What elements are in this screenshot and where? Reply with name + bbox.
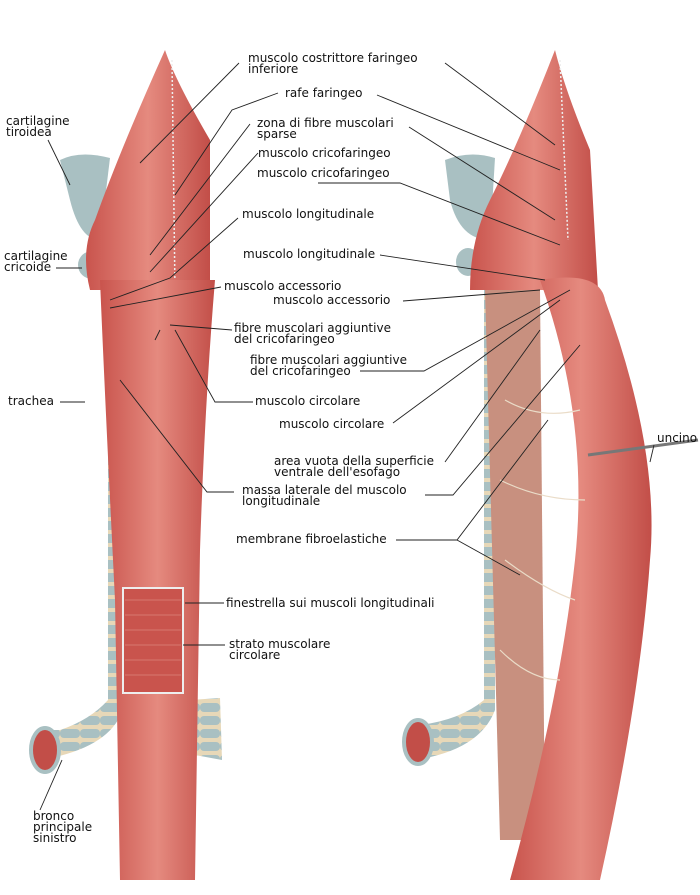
label-longitudinale-right: muscolo longitudinale	[243, 247, 376, 261]
label-circolare-right: muscolo circolare	[279, 417, 385, 431]
left-view	[29, 50, 222, 880]
right-view	[402, 50, 699, 880]
label-membrane: membrane fibroelastiche	[236, 532, 387, 546]
label-finestrella: finestrella sui muscoli longitudinali	[226, 596, 435, 610]
label-accessorio-right: muscolo accessorio	[273, 293, 391, 307]
label-longitudinale-left: muscolo longitudinale	[242, 207, 375, 221]
label-trachea: trachea	[8, 394, 54, 408]
label-circolare-left: muscolo circolare	[255, 394, 361, 408]
label-uncino: uncino	[657, 431, 698, 445]
label-rafe: rafe faringeo	[285, 86, 363, 100]
leader-lines	[39, 62, 655, 811]
esophagus-right	[510, 277, 652, 880]
label-cricofaringeo-left: muscolo cricofaringeo	[258, 146, 391, 160]
right-bronchus	[190, 698, 222, 760]
label-cricofaringeo-right: muscolo cricofaringeo	[257, 166, 390, 180]
label-accessorio-left: muscolo accessorio	[224, 279, 342, 293]
esophagus-left	[100, 280, 215, 880]
hook	[587, 438, 699, 457]
left-bronchus-end	[29, 726, 61, 774]
window	[122, 587, 184, 694]
pharynx-constrictor	[86, 50, 210, 290]
